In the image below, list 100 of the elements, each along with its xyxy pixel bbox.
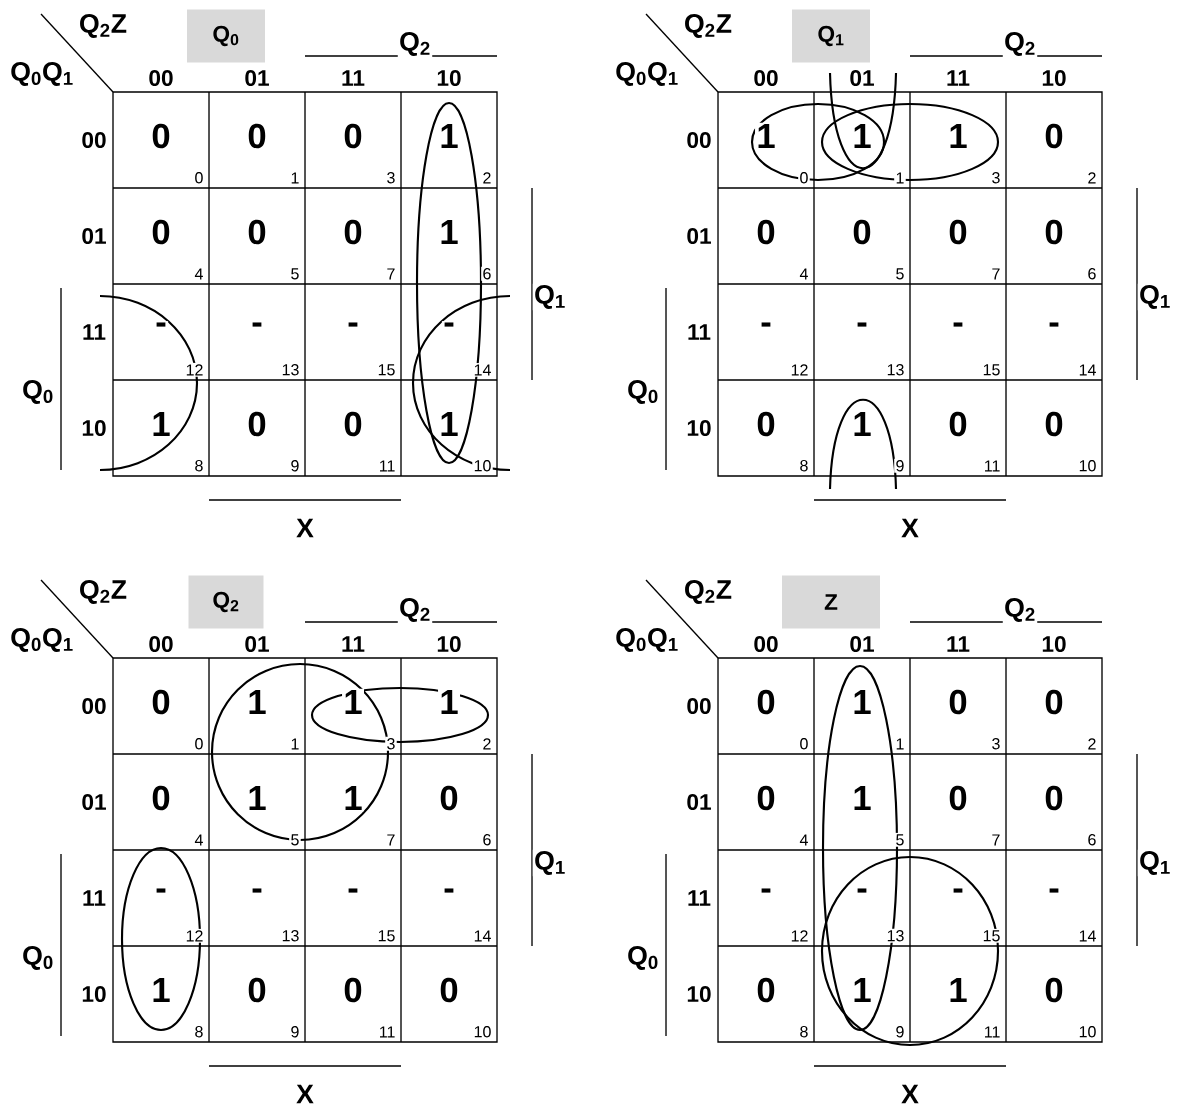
row-header: 11 xyxy=(685,888,713,908)
cell-value: 0 xyxy=(851,218,873,246)
cell-value: - xyxy=(345,887,361,901)
cell-index: 13 xyxy=(280,928,301,943)
column-header: 01 xyxy=(243,634,271,654)
cell-value: 0 xyxy=(947,218,969,246)
variable-label: X xyxy=(294,517,316,539)
cell-value: 0 xyxy=(1043,218,1065,246)
cell-index: 4 xyxy=(798,267,810,281)
cell-index: 5 xyxy=(289,832,301,847)
variable-label: Q$_{2}$Z xyxy=(682,12,734,40)
cell-value: 1 xyxy=(438,410,460,438)
variable-label: X xyxy=(899,517,921,539)
cell-value: 0 xyxy=(150,784,172,812)
highlight-box: Q$_{0}$ xyxy=(187,9,265,63)
cell-value: 1 xyxy=(438,688,460,716)
cell-index: 7 xyxy=(990,833,1002,847)
cell-index: 7 xyxy=(990,267,1002,281)
variable-label: Q$_{0}$ xyxy=(20,944,56,972)
variable-label: Q$_{0}$ xyxy=(20,378,56,406)
cell-index: 7 xyxy=(385,267,397,281)
variable-label: Q$_{0}$ xyxy=(625,944,661,972)
row-header: 01 xyxy=(80,226,108,246)
variable-label: Q$_{1}$ xyxy=(1137,283,1173,311)
cell-index: 13 xyxy=(280,362,301,377)
cell-value: 0 xyxy=(438,784,460,812)
cell-index: 10 xyxy=(472,458,493,473)
cell-value: 1 xyxy=(438,218,460,246)
cell-value: - xyxy=(345,321,361,335)
cell-value: - xyxy=(249,887,265,901)
cell-value: 0 xyxy=(1043,410,1065,438)
cell-value: 0 xyxy=(755,688,777,716)
cell-index: 5 xyxy=(289,266,301,281)
variable-label: Q$_{0}$Q$_{1}$ xyxy=(8,626,76,654)
cell-index: 2 xyxy=(481,736,493,751)
cell-value: - xyxy=(854,321,870,335)
column-header: 11 xyxy=(339,68,367,88)
cell-value: 0 xyxy=(755,218,777,246)
cell-value: 0 xyxy=(150,218,172,246)
cell-index: 3 xyxy=(990,170,1002,185)
variable-label: Q$_{0}$ xyxy=(625,378,661,406)
cell-value: - xyxy=(441,887,457,901)
cell-value: 0 xyxy=(246,122,268,150)
row-header: 10 xyxy=(685,418,713,438)
cell-index: 11 xyxy=(982,459,1002,473)
cell-index: 4 xyxy=(193,833,205,847)
cell-index: 11 xyxy=(982,1025,1002,1039)
cell-value: 1 xyxy=(947,122,969,150)
variable-label: Q$_{2}$ xyxy=(397,30,433,58)
cell-value: 1 xyxy=(342,784,364,812)
cell-index: 1 xyxy=(894,737,906,751)
cell-value: 1 xyxy=(851,122,873,150)
variable-label: Q$_{2}$ xyxy=(397,596,433,624)
cell-index: 13 xyxy=(885,362,906,377)
cell-value: 1 xyxy=(947,976,969,1004)
cell-index: 9 xyxy=(894,458,906,473)
cell-value: 1 xyxy=(755,122,777,150)
cell-value: - xyxy=(1046,321,1062,335)
cell-index: 14 xyxy=(1077,929,1098,943)
cell-index: 0 xyxy=(798,170,810,185)
cell-index: 6 xyxy=(481,832,493,847)
column-header: 10 xyxy=(435,634,463,654)
cell-index: 15 xyxy=(981,362,1002,377)
cell-value: 0 xyxy=(342,410,364,438)
cell-value: 1 xyxy=(246,688,268,716)
cell-value: 0 xyxy=(342,122,364,150)
column-header: 00 xyxy=(752,68,780,88)
cell-value: 1 xyxy=(246,784,268,812)
cell-value: - xyxy=(758,321,774,335)
row-header: 11 xyxy=(685,322,713,342)
cell-index: 10 xyxy=(1077,1024,1098,1039)
cell-value: - xyxy=(153,321,169,335)
cell-index: 12 xyxy=(184,928,205,943)
highlight-box: Z xyxy=(782,575,880,629)
cell-value: 1 xyxy=(150,410,172,438)
variable-label: Q$_{2}$Z xyxy=(77,12,129,40)
cell-index: 0 xyxy=(193,170,205,185)
variable-label: Q$_{2}$Z xyxy=(682,578,734,606)
cell-value: 0 xyxy=(755,976,777,1004)
variable-label: X xyxy=(294,1083,316,1105)
cell-value: 0 xyxy=(947,410,969,438)
column-header: 10 xyxy=(435,68,463,88)
cell-value: 0 xyxy=(150,122,172,150)
cell-value: 0 xyxy=(947,688,969,716)
cell-index: 12 xyxy=(789,928,810,943)
cell-index: 9 xyxy=(289,1024,301,1039)
cell-index: 1 xyxy=(894,171,906,185)
row-header: 10 xyxy=(80,418,108,438)
cell-index: 14 xyxy=(472,929,493,943)
cell-value: 1 xyxy=(342,688,364,716)
cell-index: 15 xyxy=(376,928,397,943)
row-header: 11 xyxy=(80,888,108,908)
cell-value: 0 xyxy=(342,218,364,246)
row-header: 11 xyxy=(80,322,108,342)
cell-index: 9 xyxy=(894,1024,906,1039)
cell-index: 8 xyxy=(193,458,205,473)
cell-value: - xyxy=(854,887,870,901)
row-header: 01 xyxy=(80,792,108,812)
cell-value: 0 xyxy=(342,976,364,1004)
cell-index: 6 xyxy=(1086,266,1098,281)
